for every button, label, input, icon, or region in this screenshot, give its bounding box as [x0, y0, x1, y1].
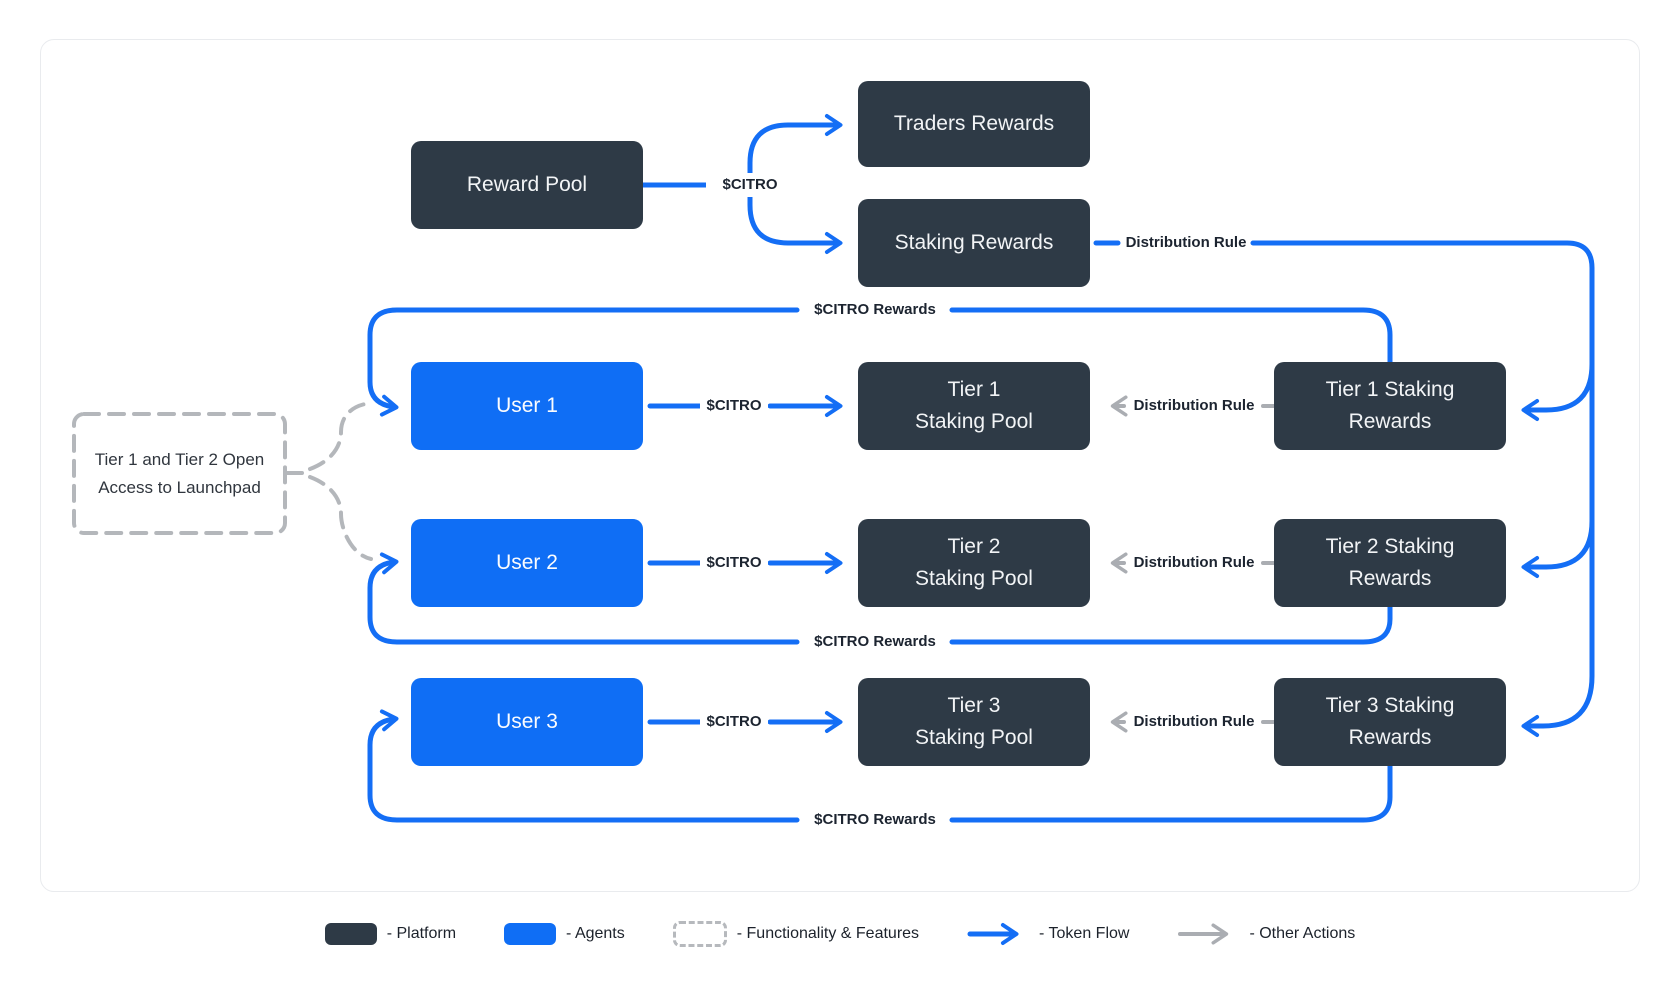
legend-item-agents: - Agents	[504, 923, 625, 945]
legend-agents-label: - Agents	[566, 925, 625, 942]
legend-platform-label: - Platform	[386, 925, 457, 942]
launchpad-note-line1: Tier 1 and Tier 2 Open	[94, 449, 265, 469]
functionality-swatch-icon	[672, 921, 727, 947]
platform-swatch-icon	[324, 923, 377, 945]
distribution-rule-label-row3: Distribution Rule	[1128, 710, 1260, 734]
tier-3-pool-line1: Tier 3	[947, 694, 1001, 717]
tier-3-staking-rewards-node: Tier 3 Staking Rewards	[1274, 678, 1506, 766]
tier-2-rewards-line1: Tier 2 Staking	[1325, 535, 1455, 558]
staking-rewards-node: Staking Rewards	[858, 199, 1090, 287]
tier-3-pool-line2: Staking Pool	[915, 726, 1033, 749]
tier-1-staking-pool-node: Tier 1 Staking Pool	[858, 362, 1090, 450]
distribution-rule-label-row1: Distribution Rule	[1128, 394, 1260, 418]
tier-2-pool-line1: Tier 2	[947, 535, 1001, 558]
launchpad-note-line2: Access to Launchpad	[98, 477, 261, 497]
tier-2-pool-line2: Staking Pool	[915, 567, 1033, 590]
agents-swatch-icon	[504, 923, 557, 945]
tier-2-rewards-line2: Rewards	[1348, 567, 1432, 590]
tier-3-rewards-line1: Tier 3 Staking	[1325, 694, 1455, 717]
citro-label-row3: $CITRO	[700, 710, 768, 734]
legend-token-flow-label: - Token Flow	[1039, 925, 1130, 942]
legend-other-actions-label: - Other Actions	[1249, 925, 1356, 942]
citro-label-top: $CITRO	[706, 173, 794, 197]
tier-3-rewards-line2: Rewards	[1348, 726, 1432, 749]
tier-3-staking-pool-node: Tier 3 Staking Pool	[858, 678, 1090, 766]
citro-label-row2: $CITRO	[700, 551, 768, 575]
other-actions-arrow-icon	[1178, 923, 1229, 945]
tier-1-pool-line2: Staking Pool	[915, 410, 1033, 433]
user-3-label: User 3	[496, 710, 558, 733]
tier-1-pool-line1: Tier 1	[947, 378, 1001, 401]
distribution-rule-label-top: Distribution Rule	[1122, 231, 1250, 255]
legend-functionality-label: - Functionality & Features	[736, 925, 920, 942]
token-flow-arrow-icon	[967, 923, 1019, 945]
citro-label-row1: $CITRO	[700, 394, 768, 418]
user-3-node: User 3	[411, 678, 643, 766]
tier-1-rewards-line2: Rewards	[1348, 410, 1432, 433]
legend: - Platform - Agents - Functionality & Fe…	[0, 921, 1680, 947]
launchpad-note: Tier 1 and Tier 2 Open Access to Launchp…	[72, 412, 287, 535]
reward-pool-label: Reward Pool	[466, 173, 588, 196]
user-2-node: User 2	[411, 519, 643, 607]
legend-item-functionality: - Functionality & Features	[672, 921, 920, 947]
tier-1-rewards-line1: Tier 1 Staking	[1325, 378, 1455, 401]
citro-rewards-label-row3: $CITRO Rewards	[803, 808, 947, 832]
staking-rewards-label: Staking Rewards	[894, 231, 1054, 254]
user-1-node: User 1	[411, 362, 643, 450]
citro-rewards-label-row1: $CITRO Rewards	[803, 298, 947, 322]
distribution-rule-label-row2: Distribution Rule	[1128, 551, 1260, 575]
reward-pool-node: Reward Pool	[411, 141, 643, 229]
tier-2-staking-pool-node: Tier 2 Staking Pool	[858, 519, 1090, 607]
tier-1-staking-rewards-node: Tier 1 Staking Rewards	[1274, 362, 1506, 450]
legend-item-platform: - Platform	[324, 923, 457, 945]
legend-item-token-flow: - Token Flow	[967, 922, 1129, 946]
traders-rewards-node: Traders Rewards	[858, 81, 1090, 167]
traders-rewards-label: Traders Rewards	[893, 112, 1055, 135]
legend-item-other-actions: - Other Actions	[1177, 922, 1355, 946]
citro-rewards-label-row2: $CITRO Rewards	[803, 630, 947, 654]
user-2-label: User 2	[496, 551, 558, 574]
user-1-label: User 1	[496, 394, 558, 417]
tier-2-staking-rewards-node: Tier 2 Staking Rewards	[1274, 519, 1506, 607]
